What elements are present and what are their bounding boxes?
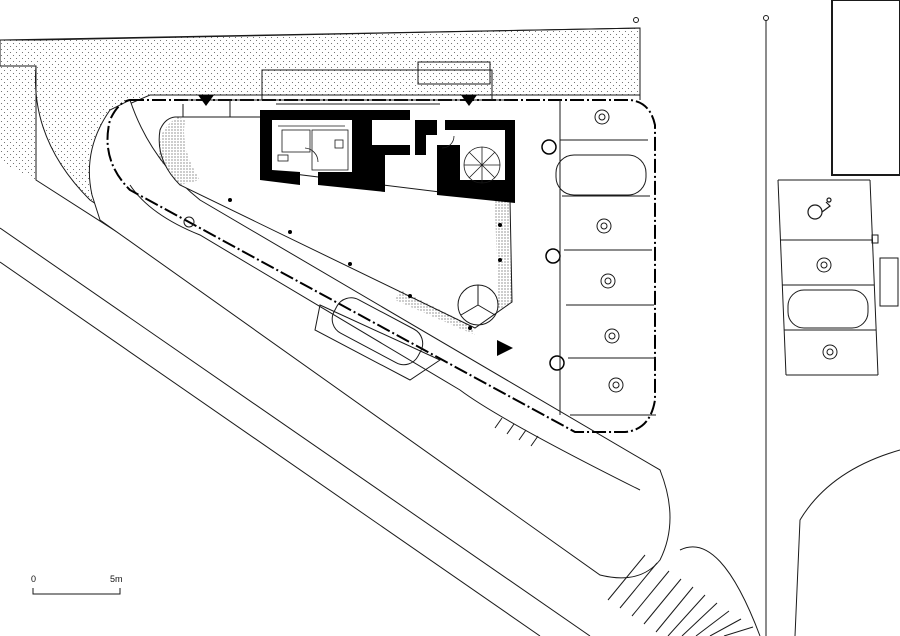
circular-arrow-icon [822, 344, 838, 360]
entrance-icon-west [198, 95, 214, 106]
circular-arrow-icon [596, 218, 612, 234]
scale-bar: 0 5m [31, 574, 123, 595]
property-boundary [106, 99, 656, 433]
lane-line [129, 184, 641, 491]
circle-icon [545, 248, 561, 264]
parking-bays-main [555, 100, 656, 416]
parked-car [787, 289, 869, 329]
island-parking [314, 297, 442, 381]
planting-west [159, 117, 200, 185]
crosswalk [607, 554, 754, 636]
round-kiosk [457, 284, 499, 326]
canopy [182, 61, 510, 117]
parked-car [331, 297, 424, 366]
building-walls [260, 110, 515, 203]
planting-south [395, 290, 475, 335]
building-interior [277, 125, 501, 184]
parking-markers-right [816, 257, 838, 360]
entrance-icon-north [461, 95, 477, 106]
lower-right-curbs [679, 449, 900, 636]
lamp-icon [633, 17, 639, 23]
manhole-icon [183, 216, 195, 228]
traffic-island [88, 99, 671, 579]
circular-arrow-icon [608, 377, 624, 393]
circular-arrow-icon [604, 328, 620, 344]
lamp-icon [763, 15, 769, 21]
parking-markers-main [594, 109, 624, 393]
circle-icon [541, 139, 557, 155]
entrance-icon-south [497, 340, 513, 356]
trees [541, 139, 565, 371]
circular-arrow-icon [816, 257, 832, 273]
circular-arrow-icon [594, 109, 610, 125]
parked-car [555, 154, 647, 196]
wheelchair-icon [807, 197, 832, 220]
right-lot [765, 0, 900, 636]
bollards [228, 198, 502, 330]
entrance-markers [198, 95, 513, 356]
scale-end-label: 5m [110, 574, 123, 584]
circular-arrow-icon [600, 273, 616, 289]
bike-stands [494, 417, 539, 447]
planting-east [495, 200, 512, 310]
circle-icon [549, 355, 565, 371]
scale-start-label: 0 [31, 574, 36, 584]
